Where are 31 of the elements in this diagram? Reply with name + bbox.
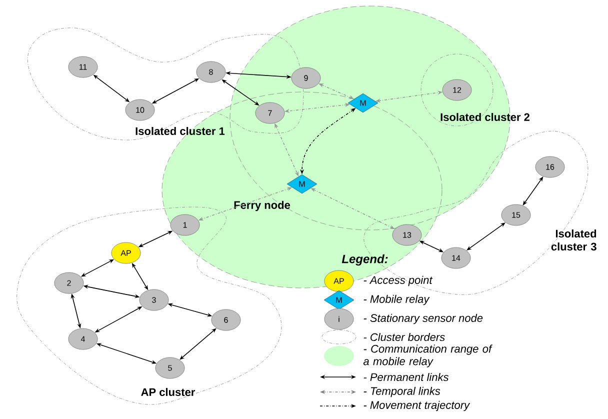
sensor-node: 6 bbox=[211, 309, 241, 331]
sensor-node: 8 bbox=[196, 61, 226, 83]
sensor-node: 3 bbox=[139, 289, 169, 311]
legend-text: - Mobile relay bbox=[364, 294, 430, 306]
cluster-label: Isolated cluster 2 bbox=[440, 112, 530, 122]
legend-text: - Permanent links bbox=[364, 372, 449, 382]
sensor-node: 14 bbox=[441, 247, 471, 269]
sensor-node: 9 bbox=[291, 67, 321, 89]
cluster-label: Isolated cluster 1 bbox=[136, 126, 225, 136]
link-arrow bbox=[180, 328, 216, 360]
sensor-node: 5 bbox=[155, 357, 185, 379]
sensor-node: 15 bbox=[501, 204, 531, 226]
legend-text: - Communication range of a mobile relay bbox=[363, 344, 492, 368]
sensor-node: 12 bbox=[442, 79, 472, 101]
legend-text: - Cluster borders bbox=[364, 332, 445, 342]
cluster-label: Isolated cluster 3 bbox=[551, 229, 596, 251]
sensor-node: 7 bbox=[255, 102, 285, 124]
legend-text: - Temporal links bbox=[364, 386, 440, 398]
legend-text: - Stationary sensor node bbox=[364, 314, 483, 324]
sensor-node: 10 bbox=[125, 99, 155, 121]
sensor-node: 13 bbox=[392, 224, 422, 246]
sensor-node: 16 bbox=[535, 156, 565, 178]
sensor-node: 2 bbox=[54, 272, 84, 294]
node-caption: Ferry node bbox=[234, 200, 290, 212]
legend-heading: Legend: bbox=[342, 254, 388, 266]
sensor-node: 4 bbox=[68, 328, 98, 350]
sensor-node: 1 bbox=[170, 214, 200, 236]
access-point-node: AP bbox=[111, 242, 141, 264]
legend-text: - Access point bbox=[364, 276, 433, 286]
sensor-node: 11 bbox=[68, 56, 98, 78]
legend-text: - Movement trajectory bbox=[364, 400, 470, 412]
